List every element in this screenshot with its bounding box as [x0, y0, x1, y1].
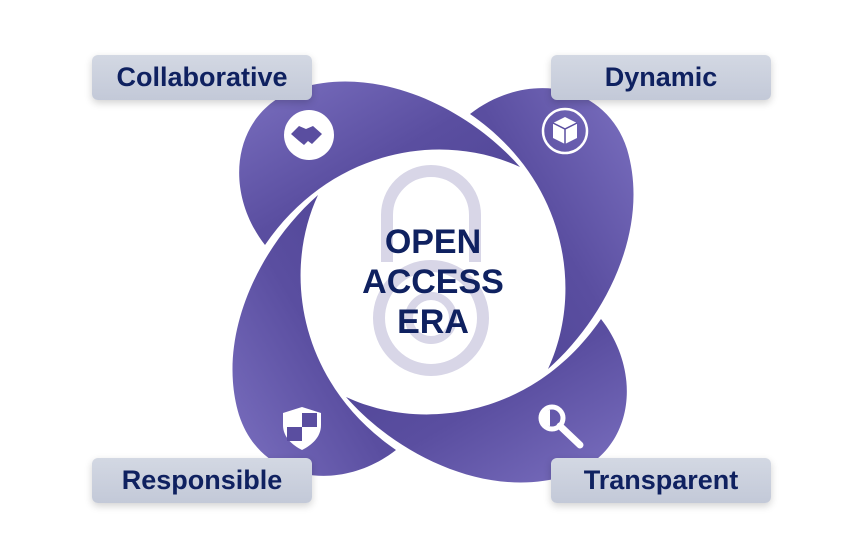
magnifier-icon	[538, 404, 584, 449]
label-responsible: Responsible	[92, 458, 312, 503]
lock-watermark-icon	[373, 165, 489, 376]
center-title-line: ACCESS	[362, 263, 504, 301]
petal-dynamic	[470, 88, 634, 369]
label-transparent: Transparent	[551, 458, 771, 503]
label-dynamic: Dynamic	[551, 55, 771, 100]
petal-transparent	[346, 319, 627, 483]
rotating-cube-icon	[541, 107, 589, 155]
label-collaborative: Collaborative	[92, 55, 312, 100]
handshake-icon	[284, 110, 334, 160]
petal-responsible	[232, 195, 396, 476]
center-title-line: OPEN	[384, 223, 482, 261]
center-title: OPEN ACCESS ERA	[343, 222, 523, 342]
shield-icon	[283, 407, 321, 450]
center-title-line: ERA	[397, 303, 469, 341]
